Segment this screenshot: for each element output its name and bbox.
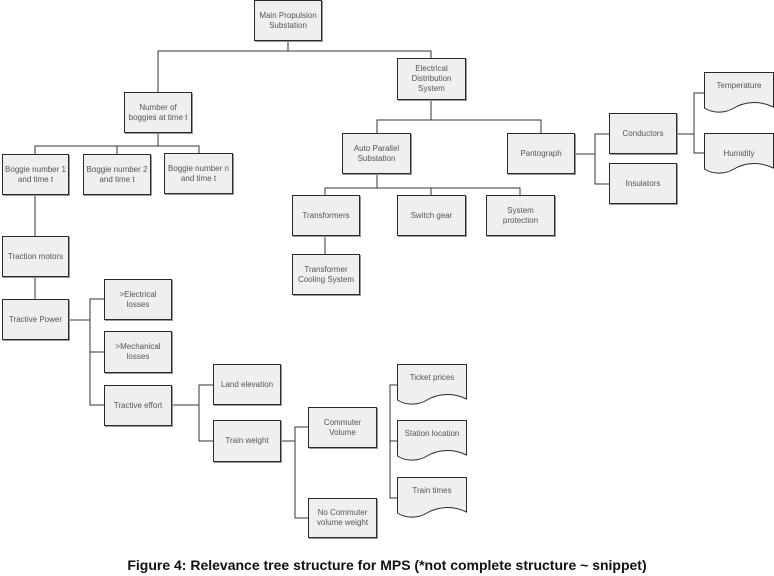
node-ticket-prices: Ticket prices (397, 364, 467, 408)
document-shape-icon (397, 420, 467, 461)
node-humidity: Humidity (704, 133, 774, 177)
node-station-location: Station location (397, 420, 467, 464)
node-switch-gear: Switch gear (397, 195, 466, 236)
node-auto-parallel-substation: Auto Parallel Substation (342, 133, 411, 174)
node-electrical-losses: >Electrical losses (104, 279, 172, 320)
document-shape-icon (704, 72, 774, 113)
node-main-propulsion-substation: Main Propulsion Substation (254, 0, 322, 41)
node-number-of-boggies: Number of boggies at time t (124, 92, 192, 133)
node-insulators: Insulators (609, 163, 677, 204)
node-commuter-volume: Commuter Volume (308, 407, 377, 448)
node-boggie-2: Boggie number 2 and time t (83, 154, 151, 195)
node-tractive-effort: Tractive effort (104, 385, 172, 426)
node-transformer-cooling-system: Transformer Cooling System (292, 254, 360, 295)
node-land-elevation: Land elevation (213, 364, 281, 405)
node-no-commuter-volume-weight: No Commuter volume weight (308, 498, 377, 538)
node-label: Temperature (716, 81, 762, 90)
node-electrical-distribution-system: Electrical Distribution System (397, 58, 466, 100)
figure-caption: Figure 4: Relevance tree structure for M… (127, 557, 647, 573)
node-traction-motors: Traction motors (2, 236, 69, 277)
node-label: Station location (404, 429, 460, 438)
node-system-protection: System protection (486, 195, 555, 236)
node-boggie-1: Boggie number 1 and time t (2, 154, 69, 195)
node-pantograph: Pantograph (507, 133, 575, 174)
node-tractive-power: Tractive Power (2, 299, 69, 340)
node-label: Humidity (723, 149, 755, 158)
document-shape-icon (397, 477, 467, 518)
document-shape-icon (704, 133, 774, 174)
node-label: Ticket prices (409, 373, 455, 382)
node-mechanical-losses: >Mechanical losses (104, 331, 172, 373)
node-transformers: Transformers (292, 195, 360, 236)
document-shape-icon (397, 364, 467, 405)
node-conductors: Conductors (609, 113, 677, 154)
node-train-times: Train times (397, 477, 467, 521)
node-boggie-n: Boggie number n and time t (164, 153, 233, 194)
node-label: Train times (412, 486, 452, 495)
node-train-weight: Train weight (213, 420, 281, 462)
node-temperature: Temperature (704, 72, 774, 116)
